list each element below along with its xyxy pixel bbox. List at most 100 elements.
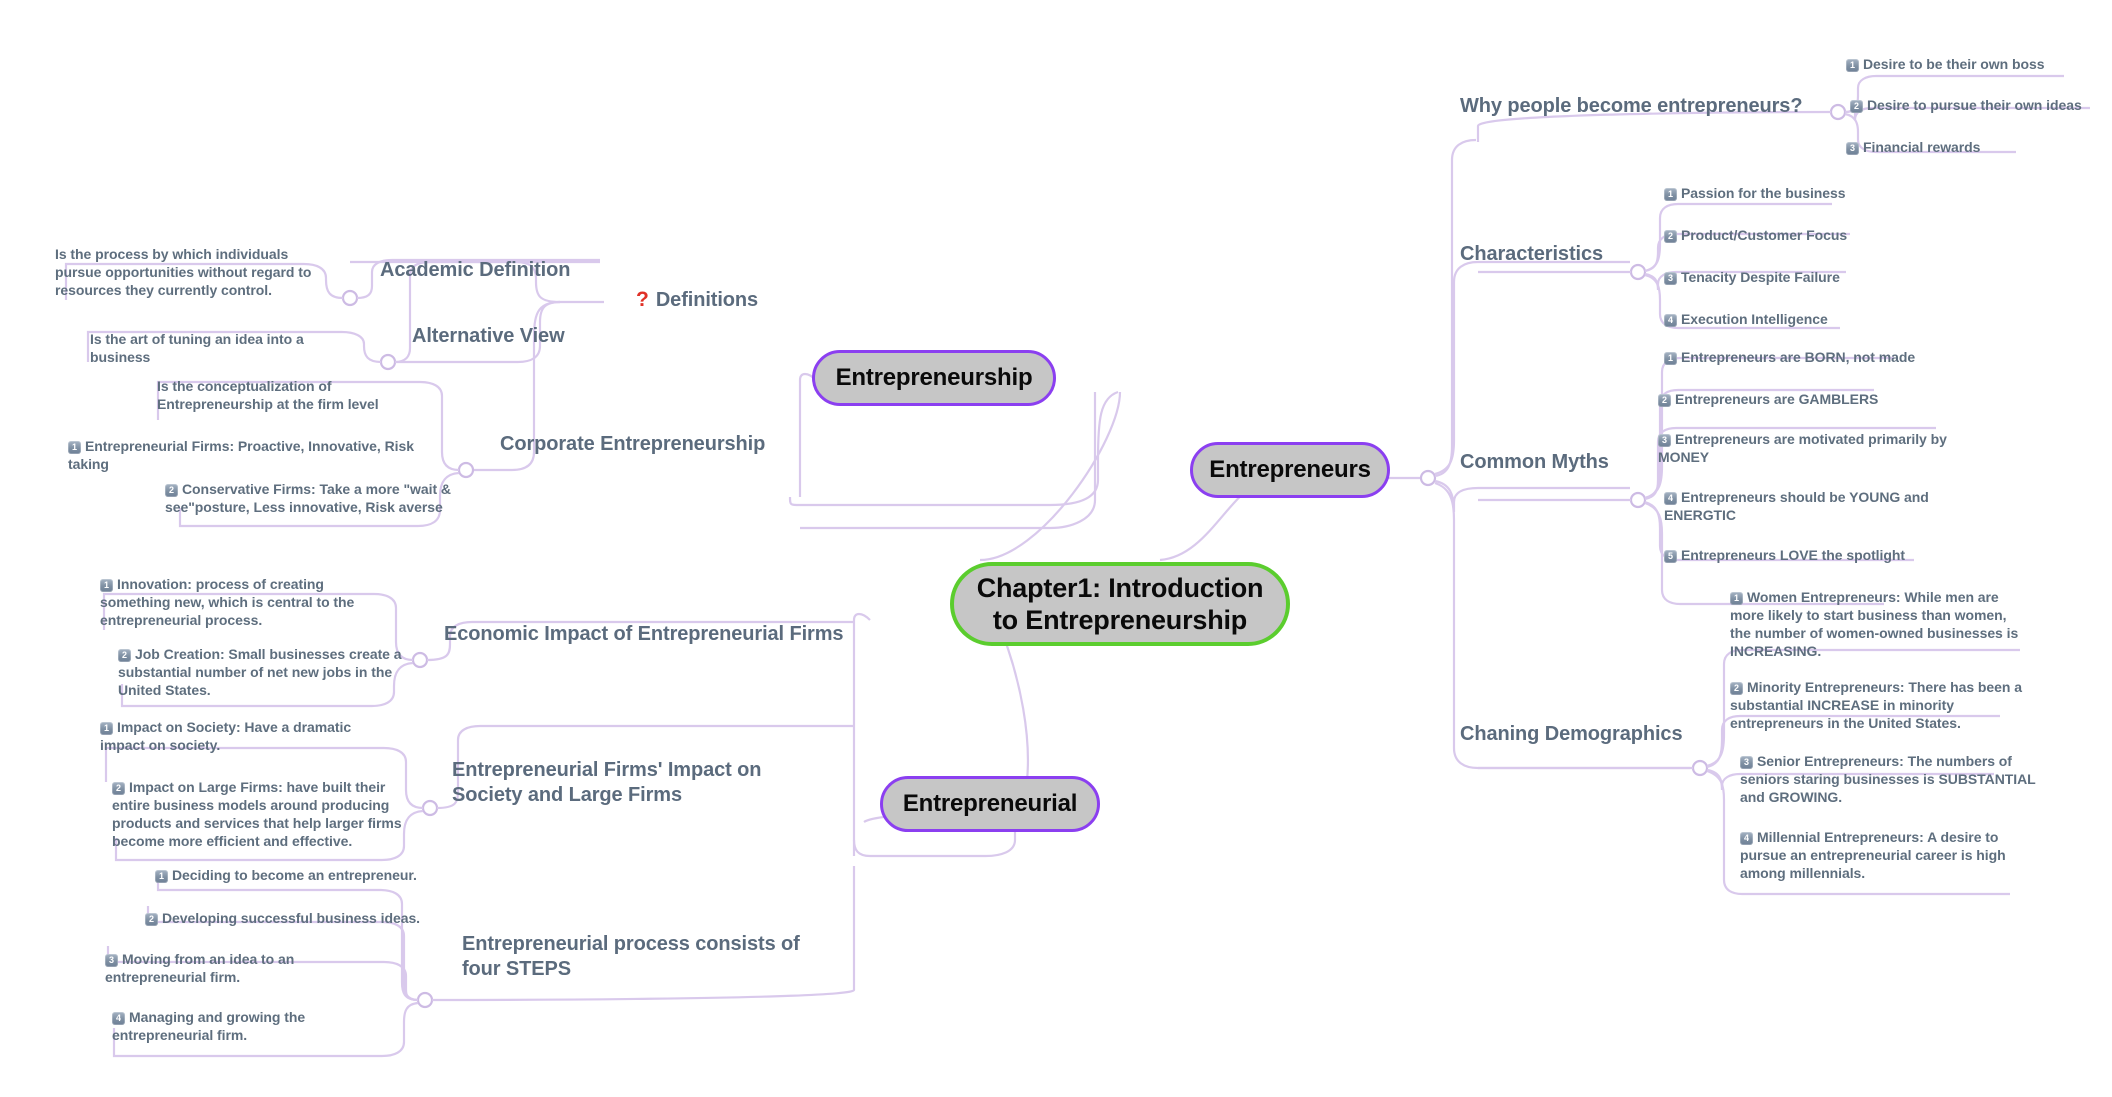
branch-society-impact[interactable]: Entrepreneurial Firms' Impact on Society… — [452, 759, 762, 806]
leaf-demo-4-text: Millennial Entrepreneurs: A desire to pu… — [1740, 829, 2006, 881]
link-entl-cap — [852, 612, 871, 621]
number-badge: 3 — [1740, 756, 1753, 769]
leaf-myth-2-text: Entrepreneurs are GAMBLERS — [1675, 391, 1879, 407]
node-entrepreneurs-label: Entrepreneurs — [1209, 456, 1371, 483]
hub-society — [421, 799, 439, 817]
link-entp-why — [1434, 138, 1477, 478]
leaf-corporate-0[interactable]: Is the conceptualization of Entrepreneur… — [157, 378, 379, 412]
branch-definitions-label: Definitions — [655, 289, 759, 311]
number-badge: 2 — [1850, 100, 1863, 113]
leaf-society-2-text: Impact on Large Firms: have built their … — [112, 779, 402, 849]
branch-characteristics[interactable]: Characteristics — [1460, 243, 1604, 265]
question-mark-icon: ? — [636, 288, 649, 311]
number-badge: 2 — [112, 782, 125, 795]
leaf-society-1-text: Impact on Society: Have a dramatic impac… — [100, 719, 352, 753]
leaf-alternative-view-1[interactable]: Is the art of tuning an idea into a busi… — [90, 331, 304, 365]
number-badge: 4 — [1740, 832, 1753, 845]
hub-demographics — [1691, 759, 1709, 777]
branch-alternative-view[interactable]: Alternative View — [412, 325, 565, 347]
number-badge: 2 — [118, 649, 131, 662]
leaf-why-3-text: Financial rewards — [1863, 139, 1981, 155]
leaf-academic-definition-1[interactable]: Is the process by which individuals purs… — [55, 246, 312, 298]
link-entp-myths — [1434, 479, 1630, 513]
number-badge: 2 — [1664, 230, 1677, 243]
number-badge: 2 — [165, 484, 178, 497]
leaf-myth-5-text: Entrepreneurs LOVE the spotlight — [1681, 547, 1905, 563]
leaf-economic-2-text: Job Creation: Small businesses create a … — [118, 646, 402, 698]
branch-academic-definition[interactable]: Academic Definition — [380, 259, 571, 281]
leaf-economic-1-text: Innovation: process of creating somethin… — [100, 576, 355, 628]
leaf-why-1-text: Desire to be their own boss — [1863, 56, 2045, 72]
branch-why-become[interactable]: Why people become entrepreneurs? — [1460, 95, 1803, 117]
leaf-demo-3-text: Senior Entrepreneurs: The numbers of sen… — [1740, 753, 2036, 805]
node-entrepreneurs[interactable]: Entrepreneurs — [1190, 442, 1390, 498]
leaf-why-2[interactable]: 2 Desire to pursue their own ideas — [1850, 96, 2112, 114]
number-badge: 1 — [1730, 592, 1743, 605]
hub-why — [1829, 103, 1847, 121]
number-badge: 3 — [1658, 434, 1671, 447]
leaf-corporate-1-text: Entrepreneurial Firms: Proactive, Innova… — [68, 438, 414, 472]
hub-alternative — [379, 353, 397, 371]
node-entrepreneurship[interactable]: Entrepreneurship — [812, 350, 1056, 406]
leaf-why-2-text: Desire to pursue their own ideas — [1867, 97, 2082, 113]
root-node[interactable]: Chapter1: Introduction to Entrepreneursh… — [950, 562, 1290, 646]
leaf-process-4-text: Managing and growing the entrepreneurial… — [112, 1009, 306, 1043]
leaf-demo-1-text: Women Entrepreneurs: While men are more … — [1730, 589, 2019, 659]
node-entrepreneurial[interactable]: Entrepreneurial — [880, 776, 1100, 832]
branch-economic-impact[interactable]: Economic Impact of Entrepreneurial Firms — [444, 623, 844, 645]
branch-process-steps[interactable]: Entrepreneurial process consists of four… — [462, 933, 800, 980]
root-node-label: Chapter1: Introduction to Entrepreneursh… — [976, 573, 1264, 635]
leaf-why-3[interactable]: 3 Financial rewards — [1846, 138, 2112, 156]
leaf-process-3-text: Moving from an idea to an entrepreneuria… — [105, 951, 295, 985]
hub-entrepreneurs — [1419, 469, 1437, 487]
hub-economic — [411, 651, 429, 669]
branch-common-myths[interactable]: Common Myths — [1460, 451, 1609, 473]
hub-corporate — [457, 461, 475, 479]
link-myth-1 — [1644, 356, 1894, 500]
link-ep-spine-b — [800, 392, 1097, 530]
branch-changing-demographics[interactable]: Chaning Demographics — [1460, 723, 1683, 745]
leaf-myth-1-text: Entrepreneurs are BORN, not made — [1681, 349, 1916, 365]
number-badge: 4 — [112, 1012, 125, 1025]
leaf-corporate-2-text: Conservative Firms: Take a more "wait & … — [165, 481, 451, 515]
number-badge: 3 — [1846, 142, 1859, 155]
number-badge: 1 — [68, 441, 81, 454]
leaf-char-4-text: Execution Intelligence — [1681, 311, 1828, 327]
leaf-process-2-text: Developing successful business ideas. — [162, 910, 421, 926]
number-badge: 4 — [1664, 492, 1677, 505]
number-badge: 3 — [105, 954, 118, 967]
branch-corporate-entrepreneurship[interactable]: Corporate Entrepreneurship — [500, 433, 766, 455]
link-entp-char — [1434, 260, 1630, 476]
link-root-entrepreneurship — [979, 391, 1122, 562]
branch-definitions[interactable]: ? Definitions — [636, 288, 758, 313]
hub-myths — [1629, 491, 1647, 509]
node-entrepreneurship-label: Entrepreneurship — [835, 364, 1033, 391]
number-badge: 1 — [155, 870, 168, 883]
number-badge: 1 — [100, 722, 113, 735]
